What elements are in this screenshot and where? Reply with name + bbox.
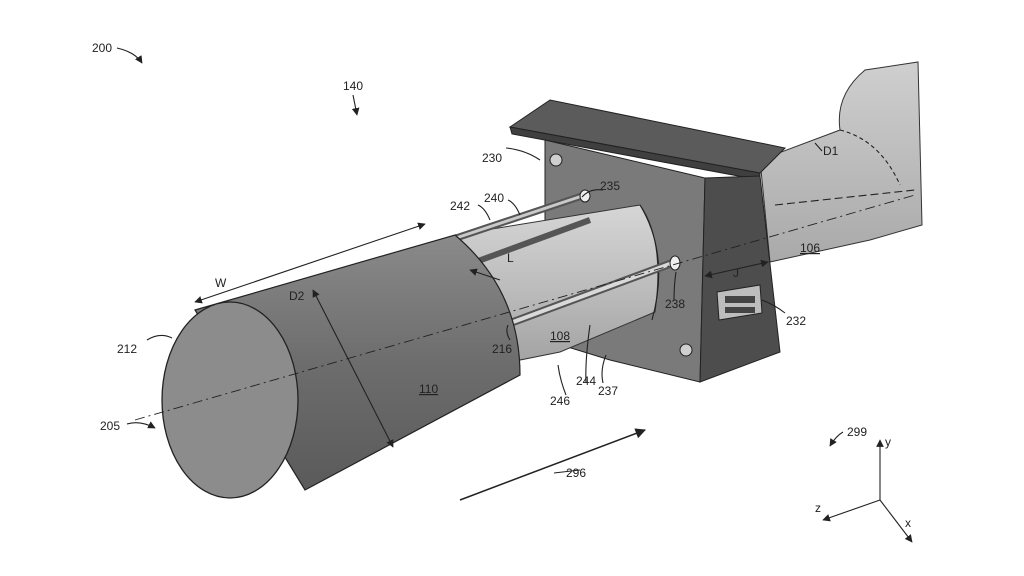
ref-237: 237: [598, 384, 618, 398]
ref-108: 108: [550, 329, 570, 343]
figure-number-label: 200: [92, 41, 112, 55]
width-label: W: [215, 276, 227, 290]
ref-216: 216: [492, 342, 512, 356]
diameter-d2-label: D2: [289, 289, 305, 303]
length-label: L: [507, 251, 514, 265]
ref-106: 106: [800, 241, 820, 255]
direction-arrow-296: [459, 428, 646, 501]
ref-205: 205: [100, 419, 120, 433]
ref-230: 230: [482, 151, 502, 165]
dimension-lines: [194, 222, 769, 448]
axis-x-label: x: [905, 516, 911, 530]
ref-238: 238: [665, 297, 685, 311]
ref-296: 296: [566, 466, 586, 480]
coordinate-axes: [822, 439, 913, 543]
assembly-label: 140: [343, 79, 363, 93]
axis-y-label: y: [885, 435, 891, 449]
centerline-205: [134, 194, 916, 421]
ref-232: 232: [786, 314, 806, 328]
ref-240: 240: [484, 191, 504, 205]
ref-212: 212: [117, 342, 137, 356]
leader-lines: [116, 47, 844, 474]
cylinder-110: [161, 234, 521, 499]
j-dimension-label: J: [733, 266, 739, 280]
ref-299: 299: [847, 425, 867, 439]
labels: 200 140 W D2 L J D1 212 205 110 216 108 …: [92, 41, 911, 530]
ref-242: 242: [450, 199, 470, 213]
connector-232: [716, 284, 763, 321]
pipe-106: [759, 61, 923, 263]
ref-110: 110: [419, 382, 438, 396]
diameter-d1-label: D1: [823, 144, 839, 158]
ref-246: 246: [550, 394, 570, 408]
axis-z-label: z: [815, 501, 821, 515]
ref-235: 235: [600, 179, 620, 193]
bracket-top-plate: [508, 99, 787, 181]
ref-244: 244: [576, 374, 596, 388]
